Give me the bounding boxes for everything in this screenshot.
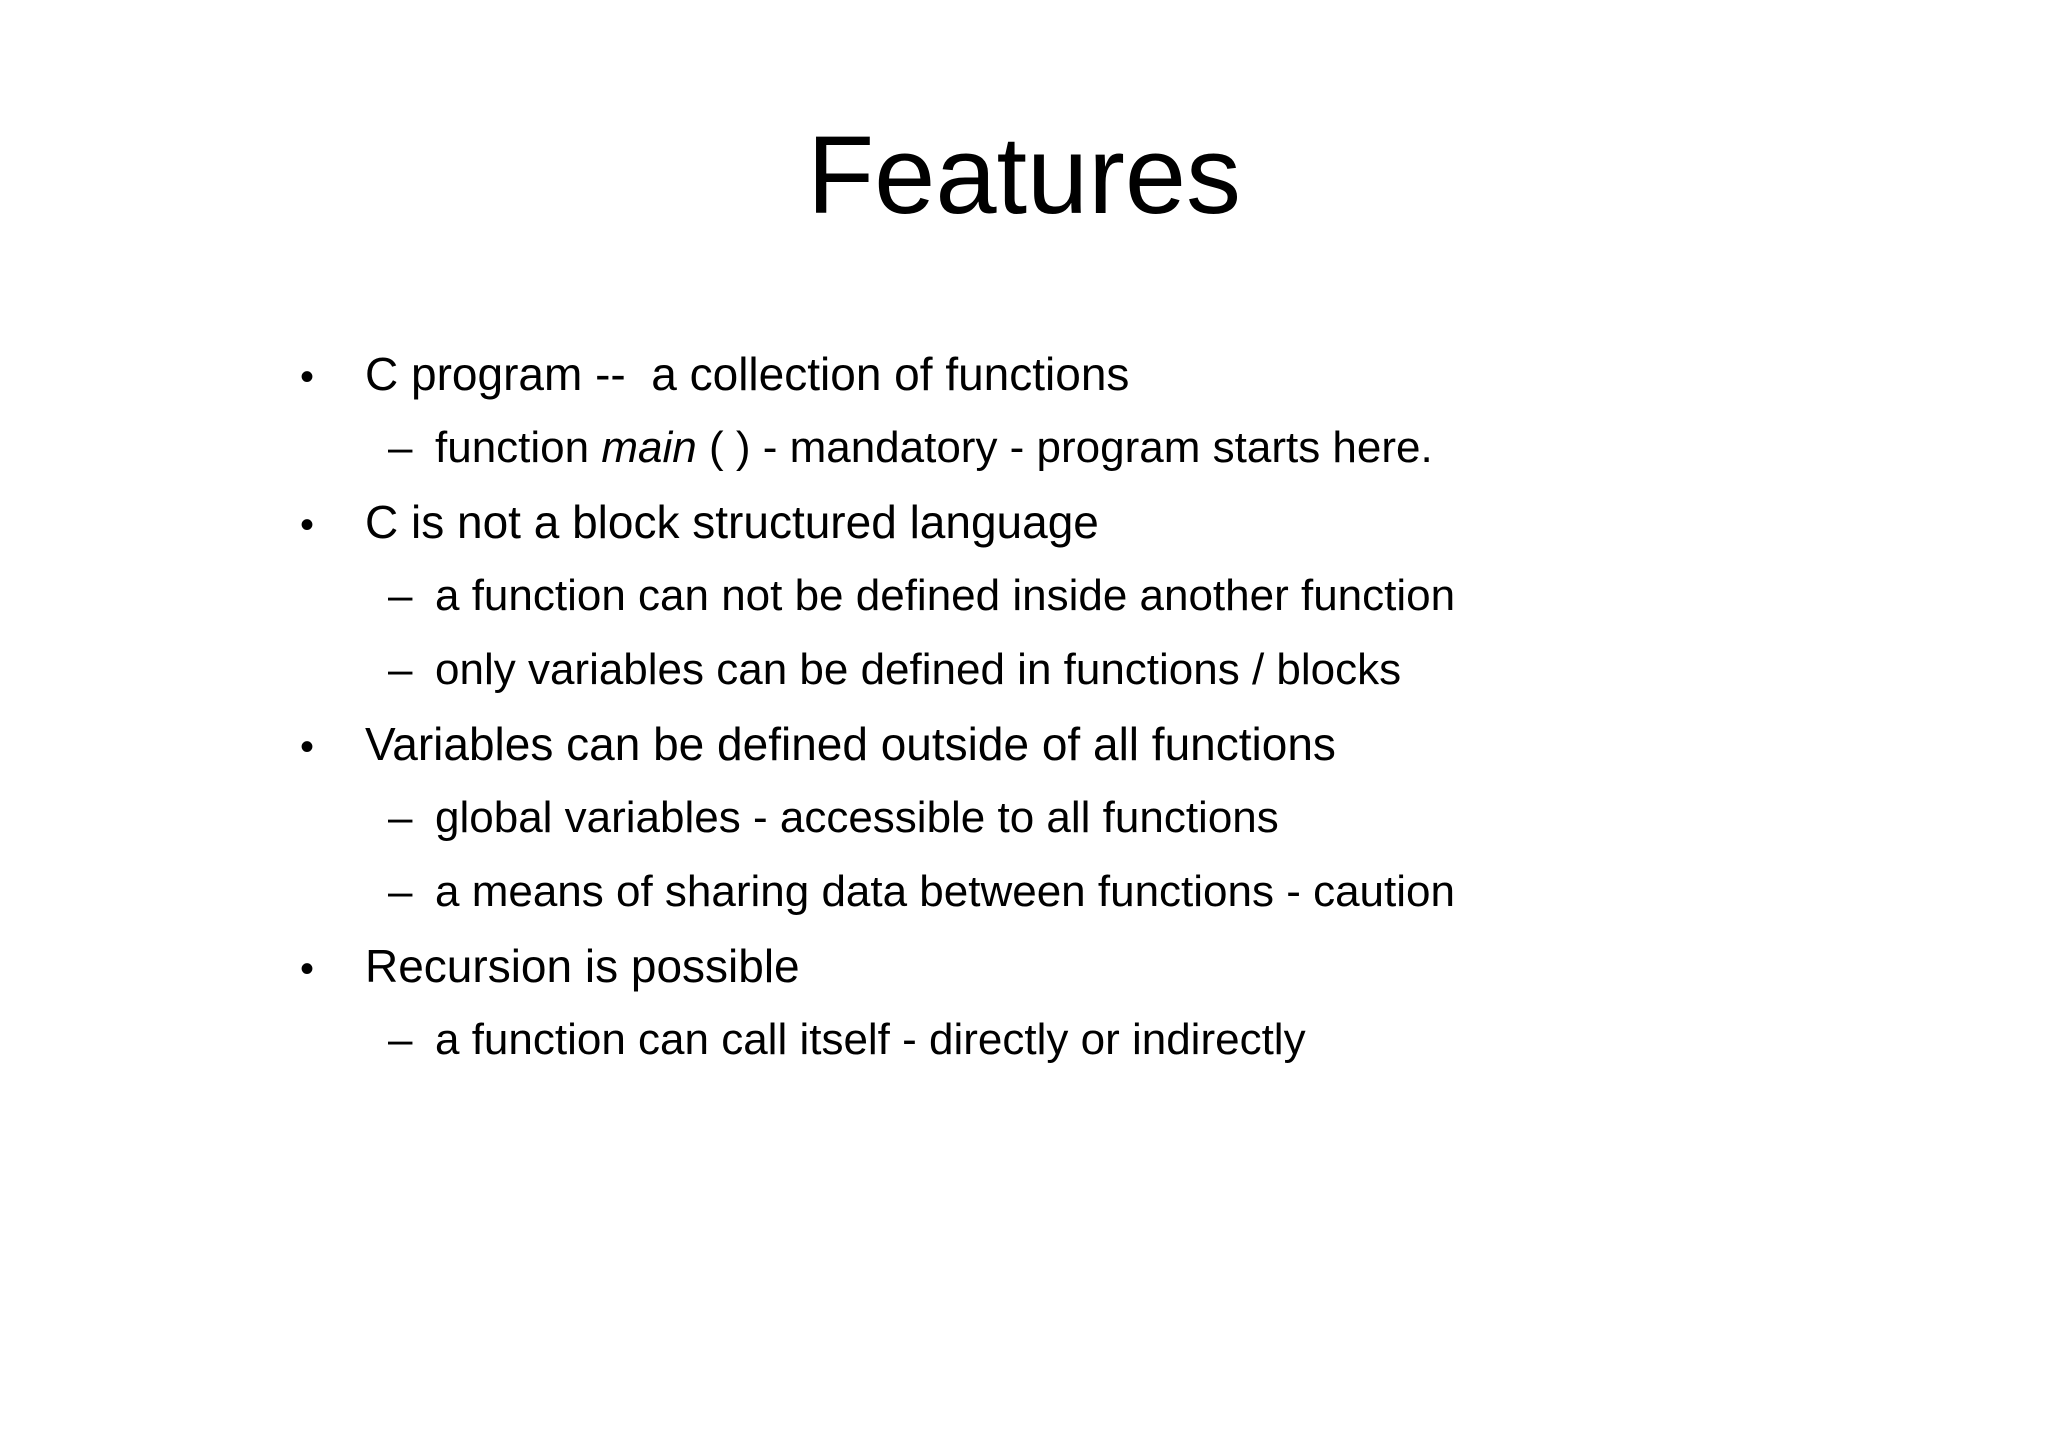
sub-bullet-item: –global variables - accessible to all fu… [300,781,1860,855]
bullet-text: a function can not be defined inside ano… [435,571,1456,620]
dash-icon: – [388,423,413,472]
slide-title: Features [806,114,1242,237]
bullet-text: C is not a block structured language [365,496,1099,548]
dash-icon: – [388,1015,413,1064]
sub-bullet-item: –a function can not be defined inside an… [300,559,1860,633]
bullet-item: • Variables can be defined outside of all… [300,707,1860,781]
sub-bullet-item: –function main ( ) - mandatory - program… [300,411,1860,485]
bullet-list: • C program -- a collection of functions –… [300,337,1860,1077]
bullet-text: global variables - accessible to all fun… [435,793,1279,842]
bullet-text: only variables can be defined in functio… [435,645,1402,694]
bullet-dot-icon: • [300,503,315,547]
dash-icon: – [388,793,413,842]
bullet-item: • Recursion is possible [300,929,1860,1003]
bullet-text: function main ( ) - mandatory - program … [435,423,1433,472]
dash-icon: – [388,571,413,620]
bullet-dot-icon: • [300,355,315,399]
bullet-item: • C program -- a collection of functions [300,337,1860,411]
bullet-text: Recursion is possible [365,940,800,992]
bullet-item: • C is not a block structured language [300,485,1860,559]
bullet-dot-icon: • [300,725,315,769]
bullet-text: C program -- a collection of functions [365,348,1130,400]
sub-bullet-item: –only variables can be defined in functi… [300,633,1860,707]
bullet-text: Variables can be defined outside of all … [365,718,1336,770]
dash-icon: – [388,645,413,694]
dash-icon: – [388,867,413,916]
sub-bullet-item: –a means of sharing data between functio… [300,855,1860,929]
bullet-text: a means of sharing data between function… [435,867,1455,916]
sub-bullet-item: –a function can call itself - directly o… [300,1003,1860,1077]
bullet-dot-icon: • [300,947,315,991]
bullet-text: a function can call itself - directly or… [435,1015,1306,1064]
